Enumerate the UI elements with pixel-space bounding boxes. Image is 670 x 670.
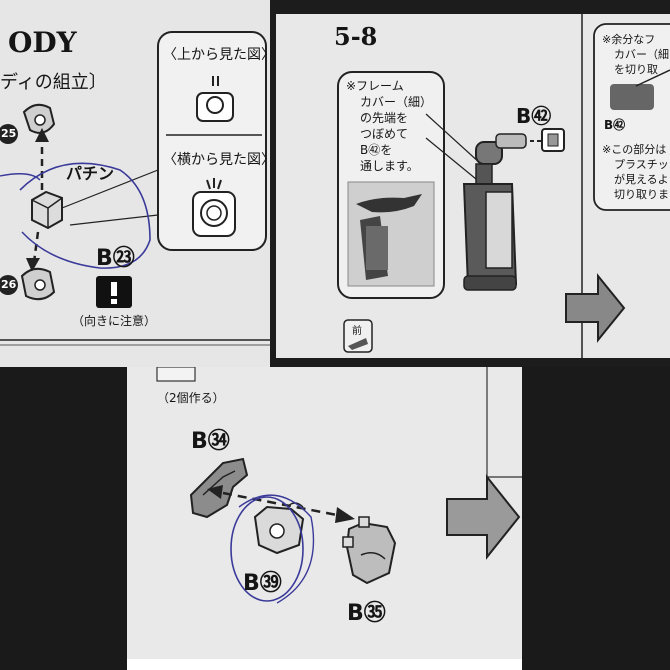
side-note-line: が見えるよ xyxy=(614,173,669,186)
frame-cover-note: ※フレーム カバー（細） の先端を つぼめて B㊷を 通します。 xyxy=(346,78,432,174)
frame-note-line: 通します。 xyxy=(360,159,419,173)
front-label: 前 xyxy=(352,326,362,337)
make-count-note: （2個作る） xyxy=(157,391,225,405)
frame-note-line: つぼめて xyxy=(360,127,409,141)
part-assembly-drawing xyxy=(156,367,522,604)
side-note-trim: ※余分なフ カバー（細 を切り取 xyxy=(602,32,669,77)
photo-border-bottom-left xyxy=(0,367,127,670)
part-label-b42: B㊷ xyxy=(516,104,552,128)
view-side-label: 〈横から見た図〉 xyxy=(163,152,270,168)
side-note-line: ※この部分は xyxy=(602,143,667,156)
frame-note-line: ※フレーム xyxy=(346,79,404,93)
body-assembly-drawing xyxy=(0,31,270,346)
side-note-plastic: ※この部分は プラスチッ が見えるよ 切り取りま xyxy=(602,142,669,202)
section-subheading: ディの組立〕 xyxy=(0,72,107,93)
frame-note-line: の先端を xyxy=(360,111,409,125)
panel-step-5-8: 5-8 ※フレーム カバー（細） の先端を つぼめて B㊷を 通します。 B㊷ … xyxy=(276,14,670,358)
side-note-line: 切り取りま xyxy=(614,188,669,201)
side-note-line: カバー（細 xyxy=(614,48,669,61)
step-5-8-drawing xyxy=(337,14,670,358)
view-top-label: 〈上から見た図〉 xyxy=(163,47,270,63)
snap-sound-label: パチン xyxy=(66,164,115,183)
orientation-caution-note: （向きに注意） xyxy=(72,314,157,328)
frame-note-line: カバー（細） xyxy=(360,95,433,109)
step-number: 5-8 xyxy=(334,22,378,51)
frame-note-line: B㊷を xyxy=(360,143,393,157)
side-note-line: を切り取 xyxy=(614,63,658,76)
part-label-b23: B㉓ xyxy=(96,246,135,271)
panel-body-assembly: ODY ディの組立〕 〈上から見た図〉 〈横から見た図〉 パチン 25 26 B… xyxy=(0,0,270,367)
part-label-b35: B㉟ xyxy=(347,601,386,626)
panel-part-assembly: （2個作る） B㉞ B㊴ B㉟ xyxy=(127,367,522,659)
part-label-b34: B㉞ xyxy=(191,429,230,454)
section-heading: ODY xyxy=(8,26,77,59)
side-note-line: ※余分なフ xyxy=(602,33,656,46)
part-number-25: 25 xyxy=(1,127,17,140)
part-label-b39: B㊴ xyxy=(243,571,282,596)
photo-border-bottom-right xyxy=(522,367,670,670)
side-part-label: B㊷ xyxy=(604,118,626,132)
part-number-26: 26 xyxy=(1,278,17,291)
side-note-line: プラスチッ xyxy=(614,158,669,171)
